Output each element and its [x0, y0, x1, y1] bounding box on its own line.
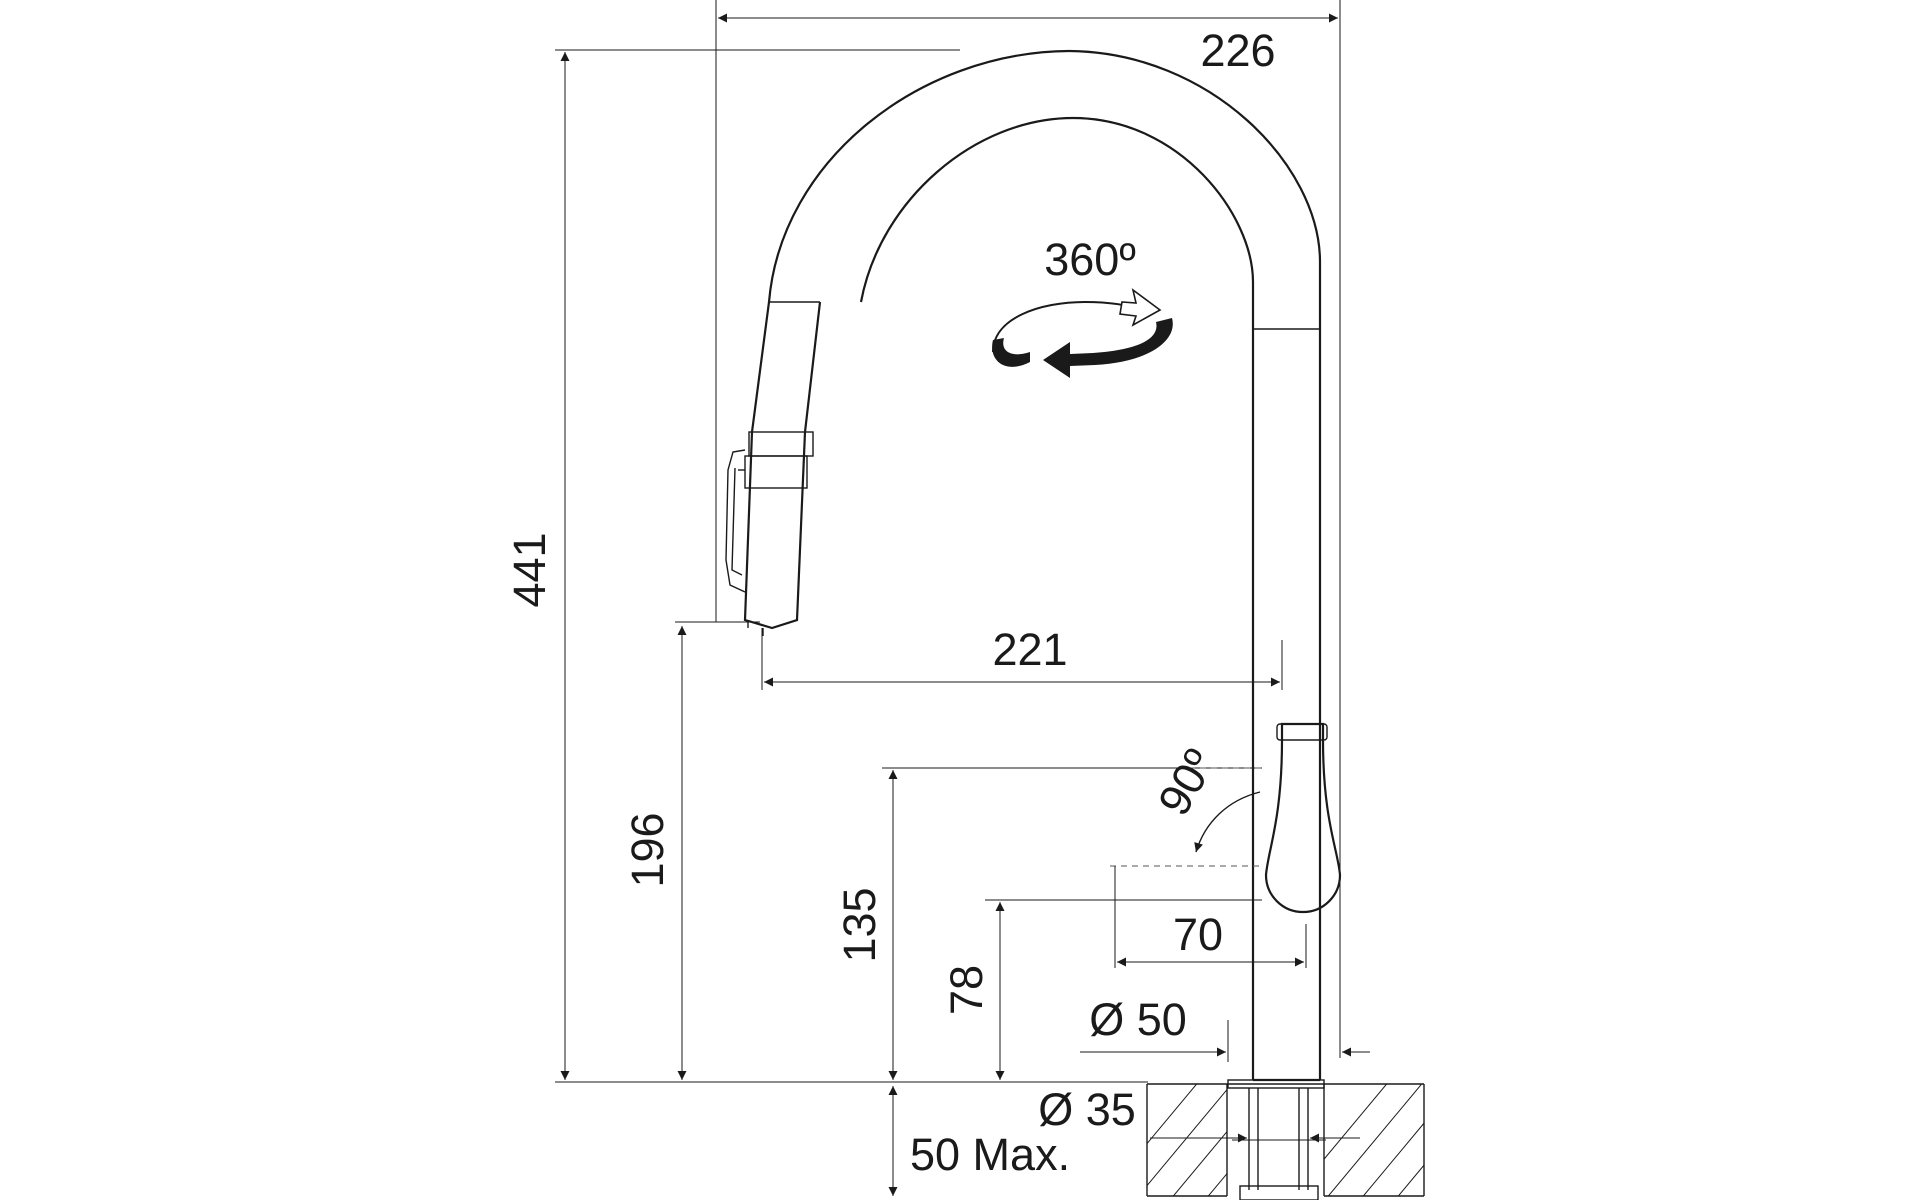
dimension-labels: 226 441 221 196 135 78 70 Ø 50 Ø 35 50 M…	[504, 25, 1276, 1180]
dim-lever-offset: 70	[1173, 909, 1223, 960]
dim-base-diameter: Ø 50	[1089, 994, 1187, 1045]
dim-lever-axis-height: 78	[941, 965, 992, 1015]
dim-overall-width: 226	[1200, 25, 1275, 76]
extension-lines	[555, 0, 1341, 1083]
dim-overall-height: 441	[504, 532, 555, 607]
angle-lever-rotation: 90º	[1148, 741, 1225, 824]
dim-lever-height: 135	[834, 887, 885, 962]
dimension-lines	[560, 13, 1370, 1196]
rotate-90-icon	[1194, 791, 1261, 853]
dim-hole-diameter: Ø 35	[1038, 1084, 1136, 1135]
rotate-360-icon	[992, 288, 1173, 378]
dim-spout-clearance: 196	[622, 812, 673, 887]
countertop-section	[1146, 1083, 1425, 1197]
dim-spout-reach: 221	[992, 624, 1067, 675]
dim-max-thickness: 50 Max.	[910, 1129, 1070, 1180]
angle-spout-rotation: 360º	[1044, 234, 1136, 285]
